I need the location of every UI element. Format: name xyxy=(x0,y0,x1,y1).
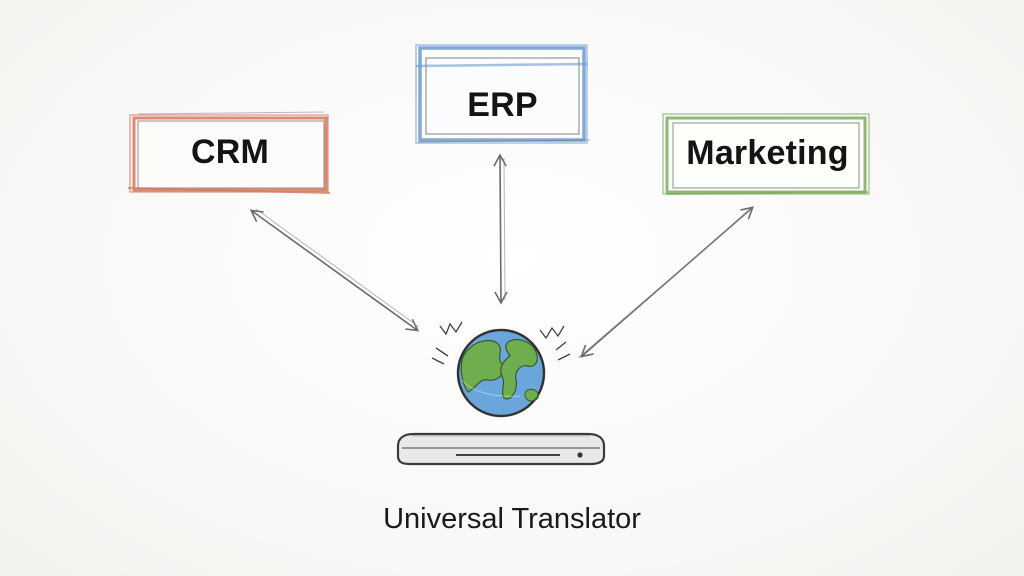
crm-box xyxy=(127,111,331,194)
marketing-box xyxy=(662,113,870,195)
crm-label: CRM xyxy=(190,133,270,171)
erp-box xyxy=(415,44,591,144)
erp-label: ERP xyxy=(467,86,538,124)
marketing-label: Marketing xyxy=(686,134,849,172)
device-base-icon xyxy=(396,432,606,466)
globe-icon xyxy=(431,321,571,418)
arrow-crm-hub xyxy=(249,208,420,332)
hub-caption: Universal Translator xyxy=(383,503,641,535)
arrow-erp-hub xyxy=(493,153,508,305)
arrow-marketing-hub xyxy=(577,206,755,359)
